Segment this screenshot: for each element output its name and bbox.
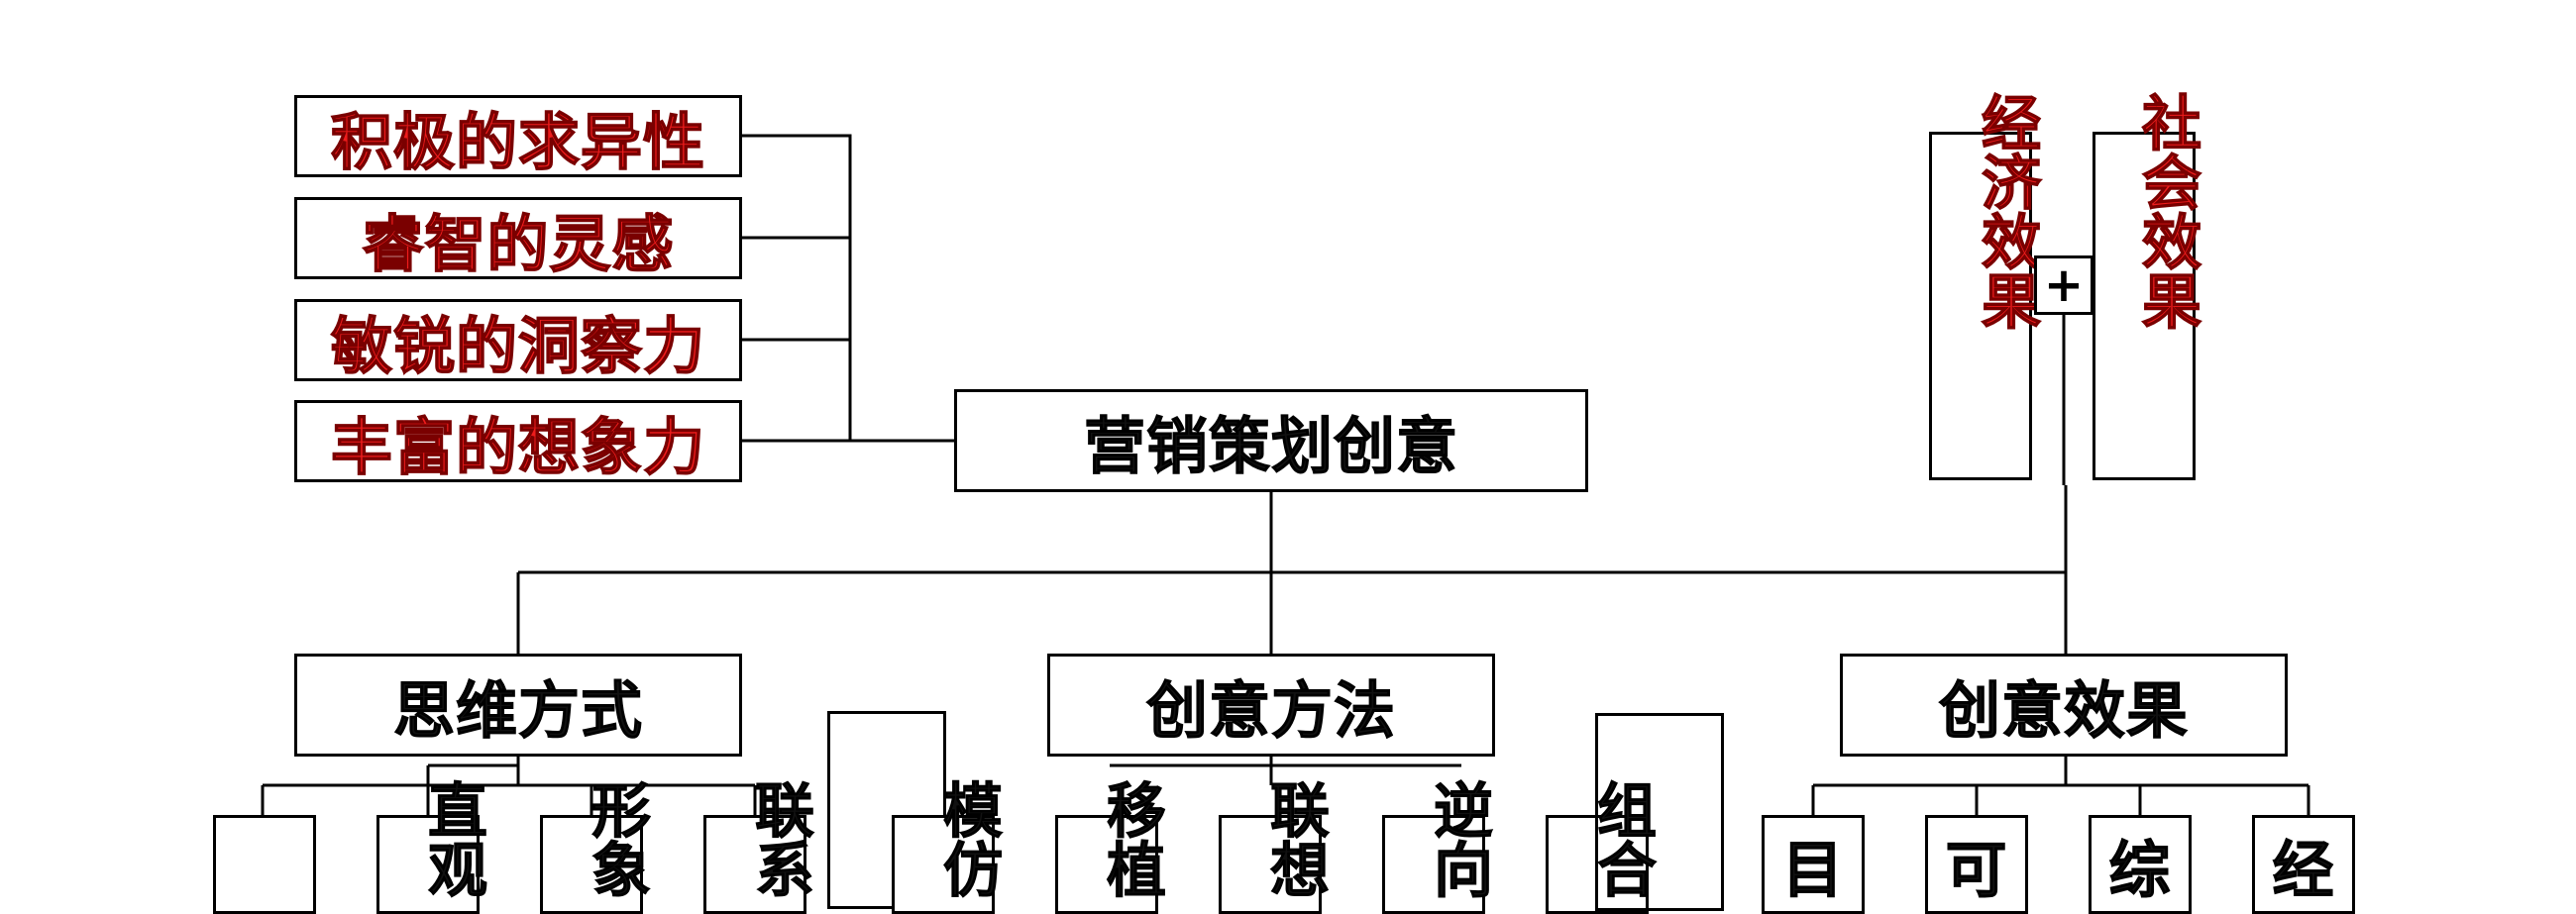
effect-child-4[interactable]: 经 bbox=[2252, 815, 2355, 914]
quality-box-1[interactable]: 积极的求异性 bbox=[294, 95, 742, 179]
connector-quality-1 bbox=[741, 134, 852, 441]
connector-lines bbox=[261, 134, 2310, 815]
quality-label: 积极的求异性 bbox=[330, 105, 705, 179]
social-effect-label: 社会效果 bbox=[2141, 90, 2202, 338]
quality-label: 敏锐的洞察力 bbox=[330, 309, 705, 383]
effect-child-2[interactable]: 可 bbox=[1925, 815, 2028, 914]
quality-box-4[interactable]: 丰富的想象力 bbox=[294, 400, 742, 484]
effect-child-1[interactable]: 目 bbox=[1762, 815, 1865, 914]
branch-thinking[interactable]: 思维方式 bbox=[294, 654, 742, 757]
quality-box-2[interactable]: 睿智的灵感 bbox=[294, 197, 742, 281]
thinking-child-label: 形象 bbox=[591, 777, 652, 906]
thinking-child-label: 直观 bbox=[428, 777, 488, 906]
economic-effect-label: 经济效果 bbox=[1981, 90, 2042, 338]
quality-label: 睿智的灵感 bbox=[362, 207, 675, 281]
branch-label: 创意效果 bbox=[1938, 674, 2189, 748]
root-box[interactable]: 营销策划创意 bbox=[954, 389, 1588, 492]
method-child-label: 逆向 bbox=[1434, 777, 1494, 906]
quality-label: 丰富的想象力 bbox=[330, 410, 705, 484]
effect-child-label: 目 bbox=[1781, 834, 1845, 907]
social-effect-box[interactable] bbox=[2093, 132, 2196, 480]
effect-child-label: 综 bbox=[2108, 834, 2172, 907]
org-chart: 积极的求异性 睿智的灵感 敏锐的洞察力 丰富的想象力 营销策划创意 经济效果 社… bbox=[213, 90, 2355, 914]
effect-child-label: 可 bbox=[1945, 834, 2008, 907]
economic-effect-box[interactable] bbox=[1929, 132, 2032, 480]
effect-child-label: 经 bbox=[2272, 834, 2335, 907]
expand-plus-icon[interactable]: + bbox=[2034, 255, 2093, 315]
branch-effect[interactable]: 创意效果 bbox=[1840, 654, 2288, 757]
thinking-child-label: 联系 bbox=[755, 777, 815, 906]
thinking-child-1[interactable] bbox=[213, 815, 316, 914]
method-child-label: 模仿 bbox=[943, 777, 1004, 906]
branch-label: 思维方式 bbox=[392, 674, 643, 748]
method-child-label: 联想 bbox=[1270, 777, 1331, 906]
root-label: 营销策划创意 bbox=[1083, 410, 1458, 483]
branch-label: 创意方法 bbox=[1145, 674, 1396, 748]
method-child-label: 移植 bbox=[1107, 777, 1167, 906]
method-child-label: 组合 bbox=[1597, 777, 1658, 906]
quality-box-3[interactable]: 敏锐的洞察力 bbox=[294, 299, 742, 383]
branch-method[interactable]: 创意方法 bbox=[1047, 654, 1495, 757]
effect-child-3[interactable]: 综 bbox=[2089, 815, 2192, 914]
